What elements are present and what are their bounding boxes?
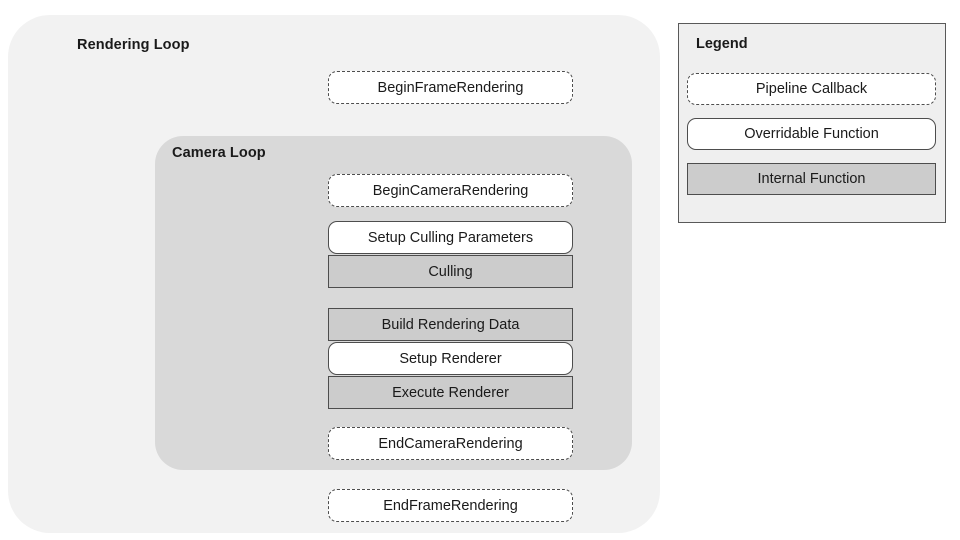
legend-item-pipeline-callback: Pipeline Callback (687, 73, 936, 105)
legend-item-overridable-function: Overridable Function (687, 118, 936, 150)
camera-loop-title: Camera Loop (172, 145, 266, 161)
flow-node-setup-renderer[interactable]: Setup Renderer (328, 342, 573, 375)
legend-title: Legend (696, 36, 748, 52)
legend-item-internal-function: Internal Function (687, 163, 936, 195)
flow-node-endframerendering[interactable]: EndFrameRendering (328, 489, 573, 522)
flow-node-culling[interactable]: Culling (328, 255, 573, 288)
flow-node-begincamerarendering[interactable]: BeginCameraRendering (328, 174, 573, 207)
flow-node-build-rendering-data[interactable]: Build Rendering Data (328, 308, 573, 341)
flow-node-execute-renderer[interactable]: Execute Renderer (328, 376, 573, 409)
flow-node-endcamerarendering[interactable]: EndCameraRendering (328, 427, 573, 460)
rendering-loop-title: Rendering Loop (77, 37, 190, 53)
flow-node-beginframerendering[interactable]: BeginFrameRendering (328, 71, 573, 104)
flow-node-setup-culling-parameters[interactable]: Setup Culling Parameters (328, 221, 573, 254)
